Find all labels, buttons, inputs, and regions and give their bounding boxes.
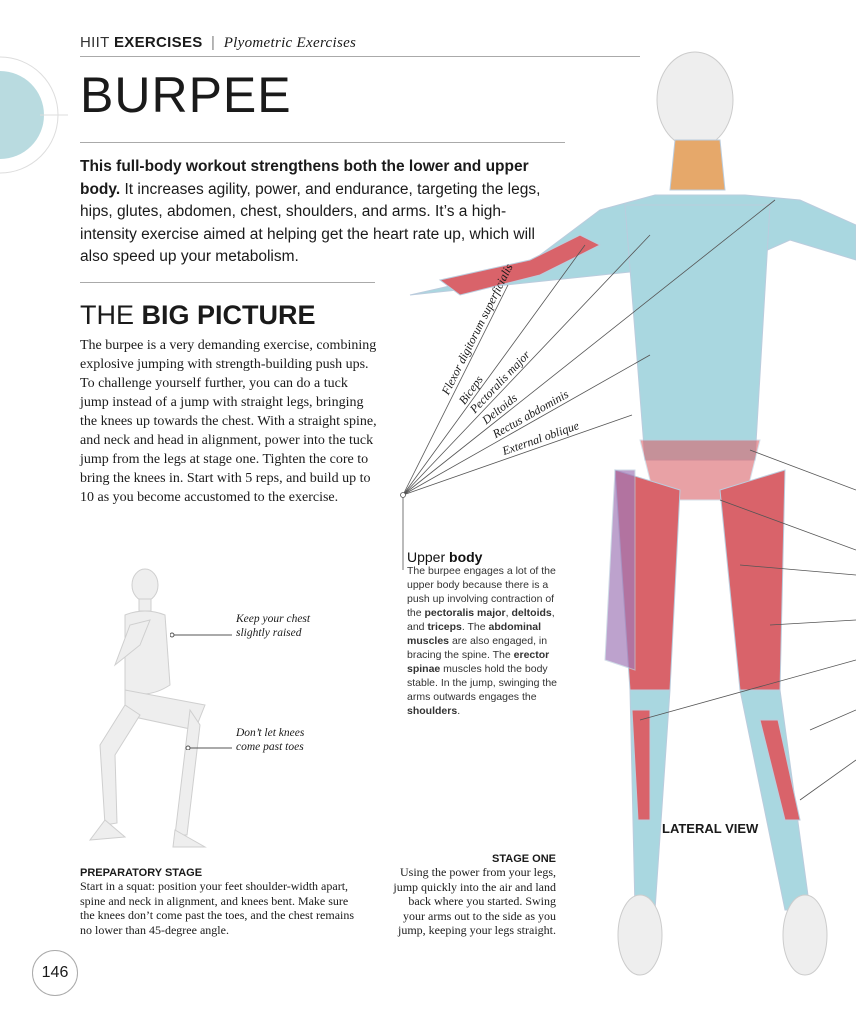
upper-body-text: , and: [407, 607, 555, 633]
section-heading: THE BIG PICTURE: [80, 300, 316, 330]
anatomy-figure-illustration: [400, 51, 856, 976]
upper-body-text: are also engaged, in bracing the spine. …: [407, 635, 548, 661]
decorative-circle: [0, 56, 68, 174]
upper-body-panel: Upper body The burpee engages a lot of t…: [407, 549, 558, 717]
page-title: BURPEE: [80, 67, 292, 123]
muscle-term: deltoids: [511, 607, 552, 619]
muscle-term: shoulders: [407, 705, 458, 717]
divider: [80, 142, 565, 143]
page-number: 146: [32, 950, 78, 996]
note-knees: Don’t let knees come past toes: [236, 727, 305, 753]
divider: [80, 56, 640, 57]
view-label: LATERAL VIEW: [662, 821, 759, 836]
muscle-term: pectoralis major: [424, 607, 506, 619]
upper-body-text: The burpee engages a lot of the upper bo…: [407, 565, 556, 619]
squat-figure-illustration: [88, 568, 207, 848]
upper-body-text: . The: [461, 621, 489, 633]
muscle-term: abdominal muscles: [407, 621, 542, 647]
muscle-term: erector spinae: [407, 649, 550, 675]
stage-one-caption: STAGE ONE Using the power from your legs…: [393, 853, 556, 937]
callout-lines: [170, 632, 232, 750]
note-chest: Keep your chest slightly raised: [236, 613, 311, 639]
preparatory-caption: PREPARATORY STAGE Start in a squat: posi…: [80, 867, 355, 937]
muscle-term: triceps: [427, 621, 462, 633]
upper-body-text: ,: [505, 607, 512, 619]
upper-body-text: muscles hold the body stable. In the jum…: [407, 663, 558, 703]
breadcrumb: HIIT EXERCISES | Plyometric Exercises: [80, 34, 357, 51]
intro-text: This full-body workout strengthens both …: [80, 158, 541, 265]
upper-body-text: .: [457, 705, 461, 717]
big-picture-text: The burpee is a very demanding exercise,…: [80, 338, 377, 505]
divider: [80, 282, 375, 283]
